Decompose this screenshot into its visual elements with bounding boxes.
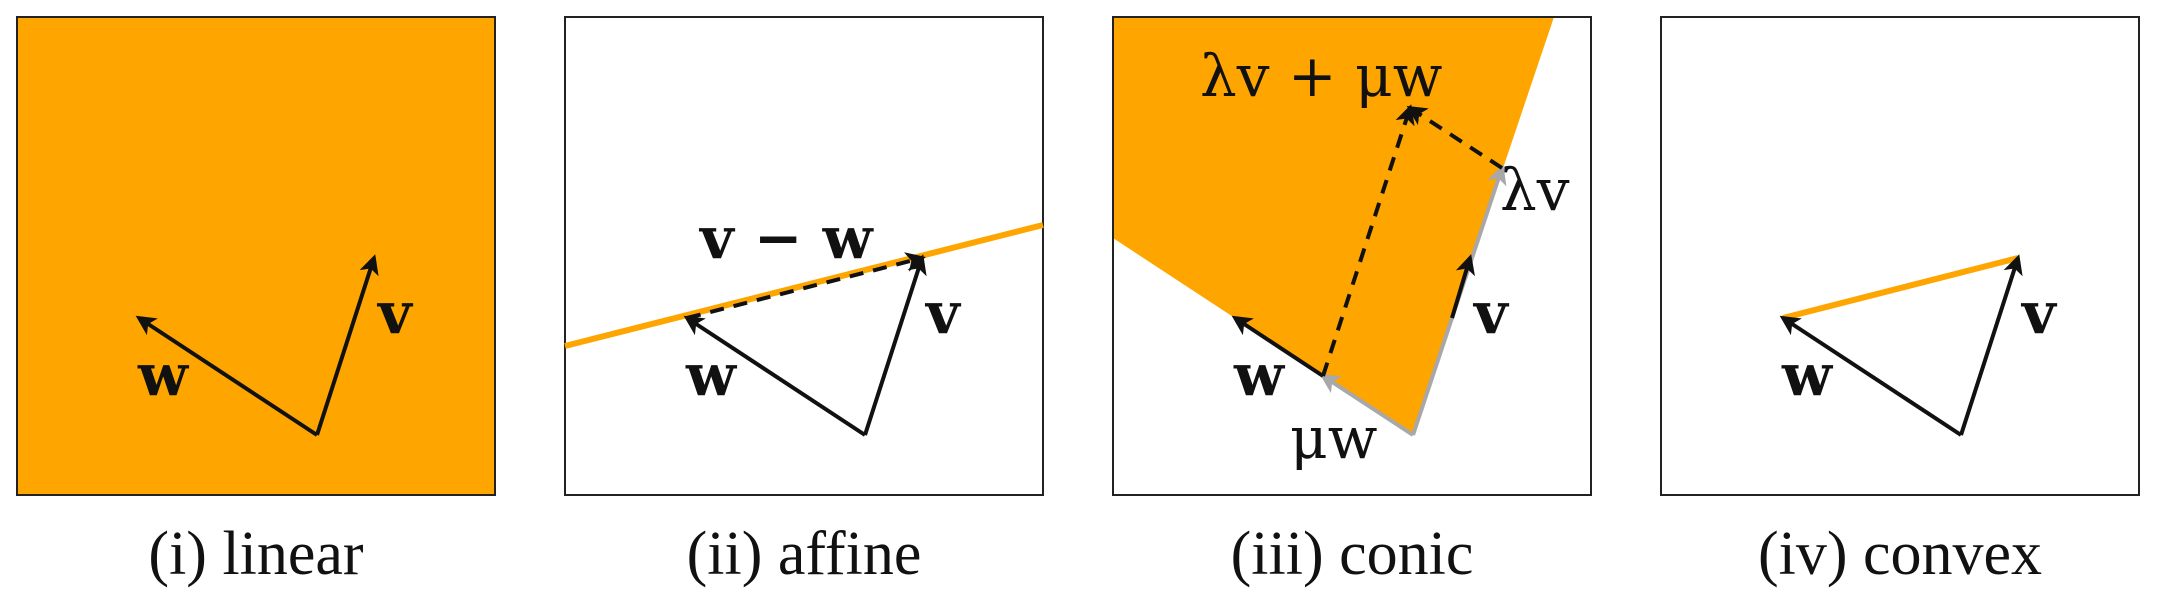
conic-cone-region (1113, 17, 1554, 435)
sum-dashed-arrow (1406, 105, 1504, 170)
vector-w-label: w (685, 341, 738, 409)
panel-frame (564, 16, 1044, 496)
linear-span-region (16, 16, 496, 496)
mu-w-label: μw (1290, 404, 1377, 472)
panel-linear: w v (i) linear (16, 16, 496, 588)
lambda-v-label: λv (1500, 156, 1570, 224)
vector-w-arrow (683, 315, 867, 437)
affine-line (564, 222, 1044, 349)
difference-vector-label: v − w (698, 204, 875, 272)
mu-w-arrow (1319, 373, 1415, 437)
vector-w-label: w (1781, 341, 1834, 409)
vector-v-label: v (924, 279, 962, 347)
vector-v-arrow (315, 254, 379, 436)
difference-vector-arrow (686, 252, 926, 320)
panel-conic: λv + μw λv μw w v (iii) conic (1112, 16, 1592, 588)
vector-v-arrow (1450, 254, 1475, 319)
vector-w-arrow (1231, 315, 1325, 378)
panel-convex: w v (iv) convex (1660, 16, 2140, 588)
vector-w-label: w (1233, 341, 1286, 409)
vector-w-label: w (137, 341, 190, 409)
sum-label: λv + μw (1200, 42, 1442, 110)
vector-v-label: v (1472, 279, 1510, 347)
caption-affine: (ii) affine (687, 520, 922, 588)
caption-convex: (iv) convex (1758, 520, 2042, 588)
vector-w-arrow (1779, 315, 1963, 437)
caption-linear: (i) linear (148, 520, 364, 588)
caption-conic: (iii) conic (1231, 520, 1474, 588)
vector-v-label: v (2020, 279, 2058, 347)
panel-border (1112, 16, 1592, 496)
panel-affine: v − w w v (ii) affine (564, 16, 1044, 588)
vector-v-label: v (376, 279, 414, 347)
panel-frame (1660, 16, 2140, 496)
convex-segment (1782, 255, 2019, 321)
vector-v-arrow (863, 254, 927, 436)
vector-w-arrow (135, 315, 319, 437)
vector-v-arrow (1959, 254, 2023, 436)
